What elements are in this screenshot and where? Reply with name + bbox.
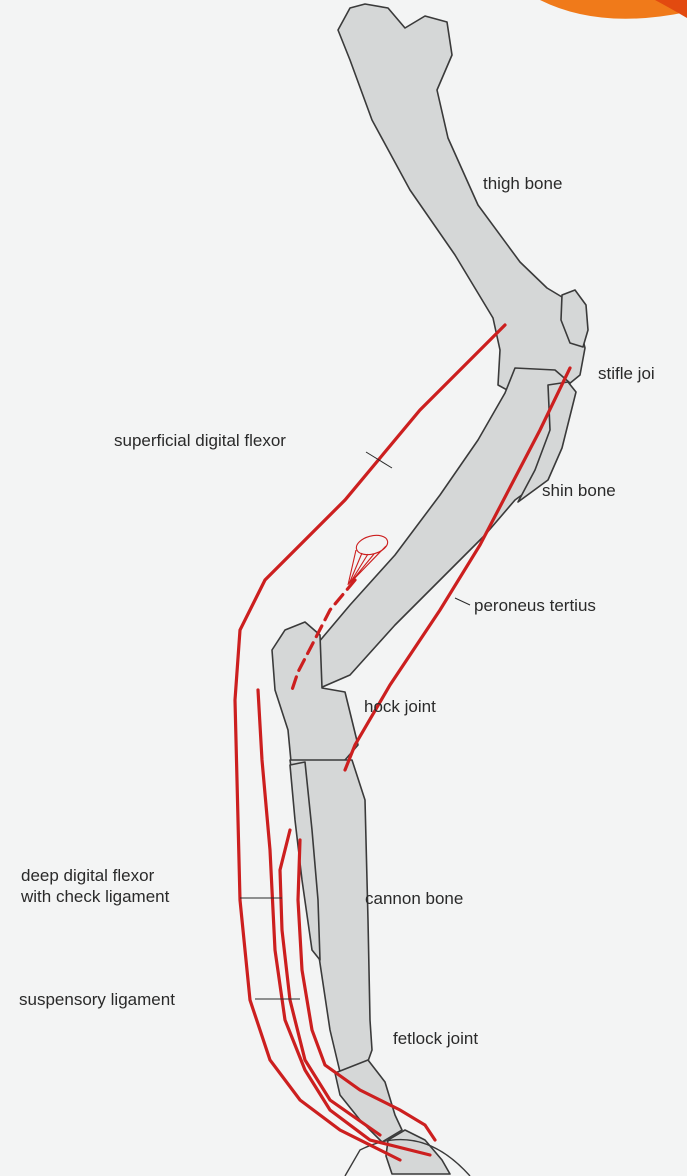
label-deep-digital-flexor-line2: with check ligament [21, 886, 169, 907]
label-hock-joint: hock joint [364, 696, 436, 717]
label-superficial-digital-flexor: superficial digital flexor [114, 430, 286, 451]
label-deep-digital-flexor: deep digital flexor with check ligament [21, 865, 169, 908]
label-cannon-bone: cannon bone [365, 888, 463, 909]
thigh-bone [338, 4, 585, 397]
shin-bone [307, 368, 570, 688]
label-suspensory-ligament: suspensory ligament [19, 989, 175, 1010]
leader-peroneus [455, 598, 470, 605]
leader-superficial [366, 452, 392, 468]
label-thigh-bone: thigh bone [483, 173, 562, 194]
label-peroneus-tertius: peroneus tertius [474, 595, 596, 616]
label-stifle-joint: stifle joi [598, 363, 655, 384]
label-deep-digital-flexor-line1: deep digital flexor [21, 865, 169, 886]
label-fetlock-joint: fetlock joint [393, 1028, 478, 1049]
pastern-bone [335, 1060, 402, 1142]
label-shin-bone: shin bone [542, 480, 616, 501]
